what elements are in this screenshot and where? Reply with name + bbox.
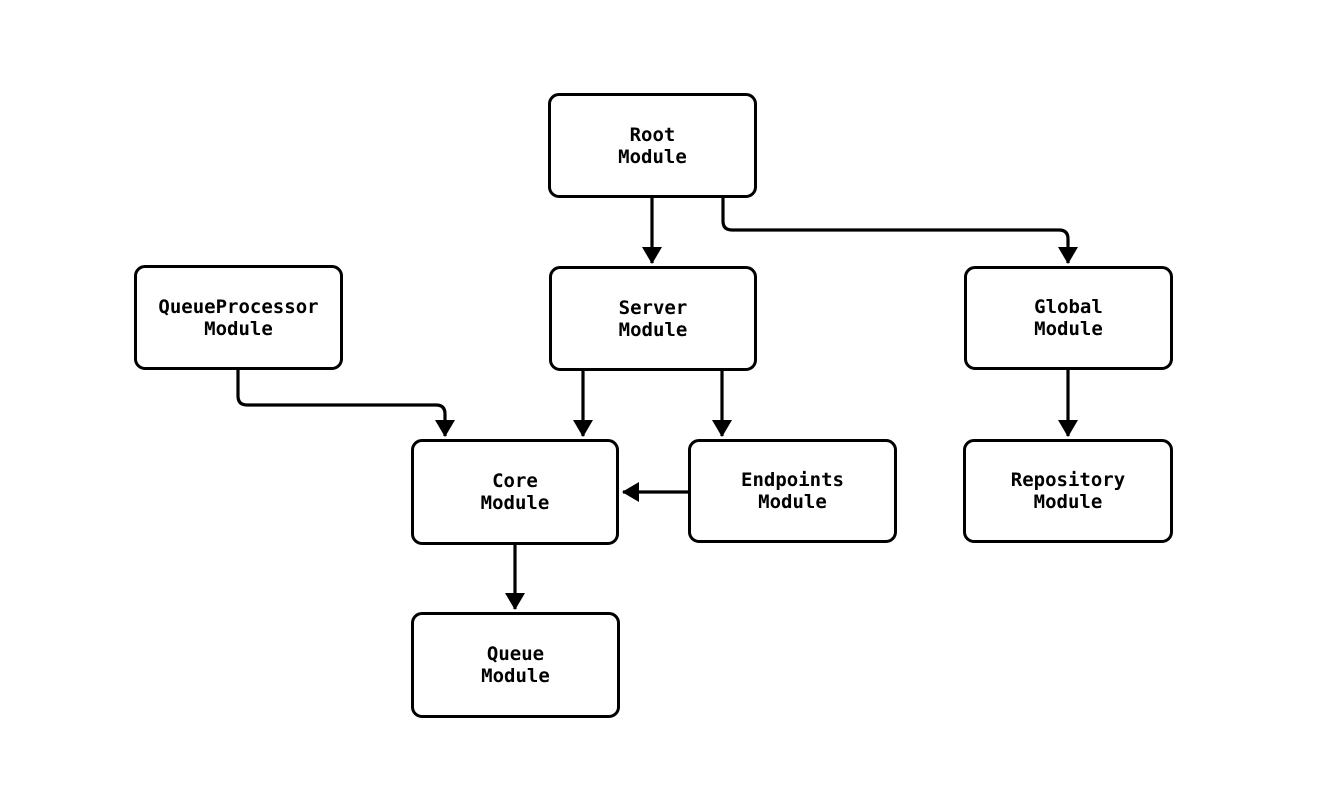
node-root-module: Root Module — [548, 93, 757, 198]
edge-queue-processor-to-core — [236, 370, 455, 437]
node-label: Server Module — [618, 296, 688, 341]
node-label: Core Module — [480, 470, 550, 514]
edge-group — [236, 198, 1078, 610]
node-label: Root Module — [618, 123, 687, 168]
node-global-module: Global Module — [964, 266, 1173, 370]
node-queue-processor-module: QueueProcessor Module — [134, 265, 343, 370]
node-label: Endpoints Module — [741, 469, 844, 513]
node-label: QueueProcessor Module — [158, 295, 319, 340]
node-endpoints-module: Endpoints Module — [688, 439, 897, 543]
node-label: Repository Module — [1010, 469, 1126, 513]
node-label: Queue Module — [481, 643, 550, 687]
node-queue-module: Queue Module — [411, 612, 620, 718]
node-label: Global Module — [1034, 296, 1103, 340]
node-repository-module: Repository Module — [963, 439, 1173, 543]
edge-root-to-global — [721, 198, 1078, 264]
node-core-module: Core Module — [411, 439, 619, 545]
node-server-module: Server Module — [549, 266, 757, 371]
